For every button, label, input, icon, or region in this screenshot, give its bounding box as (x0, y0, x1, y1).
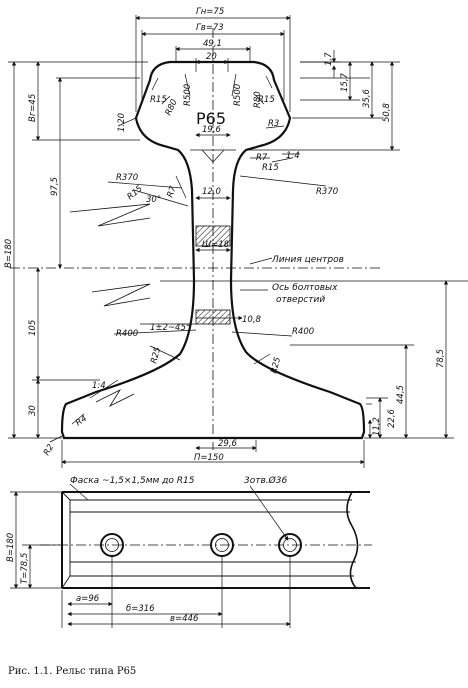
dim-head-width: Гв=73 (196, 23, 224, 33)
radius-r370-left: R370 (116, 173, 138, 183)
side-t-dim: Т=78,5 (20, 553, 30, 584)
radius-r25-left: R25 (149, 346, 163, 365)
radius-r15-neck: R15 (262, 163, 279, 173)
dim-22-6: 22,6 (387, 408, 397, 428)
section-texts: Гн=75 Гв=73 49,1 20 Р65 19,6 12,0 Ш=18 1… (4, 7, 446, 463)
dim-30: 30 (28, 405, 38, 416)
dim-b: б=316 (126, 604, 155, 614)
slope-base: 1:4 (92, 381, 106, 391)
radius-r15-web: R15 (126, 184, 145, 202)
dim-50-8: 50,8 (382, 102, 392, 122)
radius-r25-right: R25 (269, 356, 283, 375)
break-line-upper (69, 203, 151, 227)
dim-49: 49,1 (203, 39, 222, 49)
radius-r2: R2 (42, 443, 56, 458)
dim-v: в=446 (170, 614, 199, 624)
dim-1-7: 1,7 (324, 52, 334, 66)
dim-head-height: Вг=45 (28, 94, 38, 122)
radius-r7-right: R7 (256, 153, 268, 163)
dim-97-5: 97,5 (50, 177, 60, 196)
slope-head: 1:20 (117, 113, 127, 132)
web-hatch-upper (195, 225, 231, 247)
dim-web-18: Ш=18 (202, 240, 230, 250)
dim-15-7: 15,7 (340, 72, 350, 92)
dim-total-height: В=180 (4, 239, 14, 268)
side-view-outline (61, 491, 370, 589)
radius-r500-left: R500 (183, 84, 193, 106)
dim-19-6: 19,6 (202, 125, 222, 135)
dim-a: а=96 (76, 594, 100, 604)
dim-105: 105 (28, 320, 38, 336)
radius-r15-left: R15 (150, 95, 167, 105)
side-height-dim: В=180 (6, 533, 16, 562)
dim-web-10: 10,8 (242, 315, 262, 325)
rail-side-view: Фаска ~1,5×1,5мм до R15 3отв.Ø36 В=180 Т… (6, 475, 372, 628)
radius-r500-right: R500 (233, 84, 243, 106)
dim-chamfer: 1±2~45° (150, 323, 190, 333)
side-view-break (346, 491, 359, 589)
dim-base-29: 29,6 (218, 439, 238, 449)
figure-caption: Рис. 1.1. Рельс типа Р65 (8, 666, 137, 677)
radius-r4: R4 (74, 414, 89, 429)
radius-r400-right: R400 (292, 327, 314, 337)
dim-78-5: 78,5 (436, 349, 446, 368)
break-line-lower (91, 283, 151, 307)
radius-r370-right: R370 (316, 187, 338, 197)
holes-note: 3отв.Ø36 (244, 475, 287, 486)
dim-head-top-width: Гн=75 (196, 7, 224, 17)
bolt-axis-label-1: Ось болтовых (272, 283, 338, 293)
radius-r400-left: R400 (116, 329, 138, 339)
dim-11-2: 11,2 (372, 417, 382, 436)
rail-profile-outline (60, 60, 366, 440)
bolt-axis-label-2: отверстий (276, 295, 325, 305)
dim-20: 20 (206, 52, 217, 62)
slope-neck: 1:4 (286, 151, 300, 161)
radius-r7-web: R7 (165, 184, 178, 199)
radius-r3: R3 (268, 119, 279, 129)
dim-base-width: П=150 (194, 453, 224, 463)
dim-web-12: 12,0 (202, 187, 221, 197)
break-line-base (95, 389, 135, 407)
dim-35-6: 35,6 (362, 88, 372, 108)
angle-30: 30° (146, 195, 161, 205)
radius-r80-right: R80 (253, 91, 263, 108)
dim-44-5: 44,5 (396, 385, 406, 404)
rail-type-label: Р65 (196, 109, 226, 128)
chamfer-note: Фаска ~1,5×1,5мм до R15 (70, 476, 195, 486)
rail-cross-section: Гн=75 Гв=73 49,1 20 Р65 19,6 12,0 Ш=18 1… (4, 7, 468, 468)
web-hatch-lower (195, 309, 231, 325)
radius-r15-right: R15 (258, 95, 275, 105)
center-line-label: Линия центров (271, 255, 344, 265)
